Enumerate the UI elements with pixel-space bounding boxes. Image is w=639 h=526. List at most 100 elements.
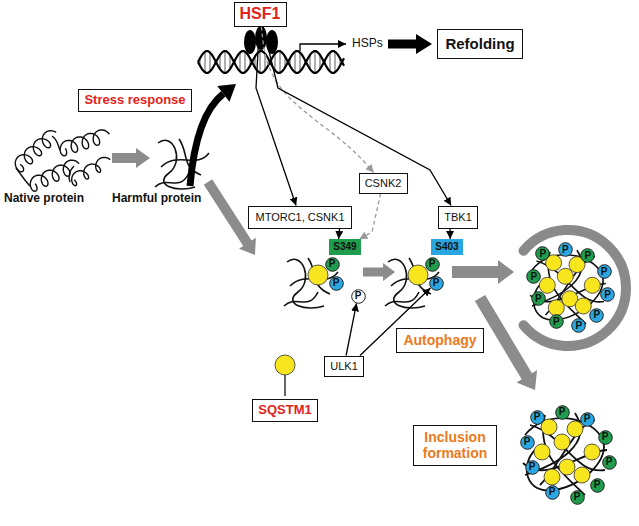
node-text: HSF1 (240, 5, 281, 23)
text-holder: P (549, 486, 556, 498)
phospho-circle: P (580, 412, 595, 427)
text-holder: Autophagy (403, 332, 476, 348)
text-holder: P (601, 266, 608, 278)
sqstm1-circle (559, 459, 575, 475)
phospho-circle: P (545, 485, 560, 500)
process-arrow (112, 148, 150, 168)
arrow-connector (263, 27, 451, 206)
sqstm1-circle (534, 444, 550, 460)
label-box: Stress response (78, 89, 192, 112)
phospho-circle: P (526, 269, 541, 284)
node-text: P (333, 277, 340, 289)
sqstm1-circle (584, 444, 600, 460)
phospho-circle: P (590, 478, 605, 493)
phospho-circle: P (597, 264, 612, 279)
stress-arrow-head (217, 84, 236, 102)
autophagosome-membrane (524, 230, 626, 346)
node-text: P (535, 293, 542, 305)
text-holder: P (429, 258, 436, 270)
circle-outline (581, 249, 595, 263)
text-holder: P (562, 244, 569, 256)
label-box: ULK1 (324, 356, 364, 377)
text-holder: P (530, 271, 537, 283)
phospho-circle: P (549, 314, 564, 329)
hsf1-subunit (266, 30, 278, 54)
sqstm1-circle (275, 355, 295, 375)
unfolded-chain (155, 173, 189, 187)
sqstm1-circle (557, 268, 573, 284)
dna-rung (295, 52, 296, 73)
circle-outline (549, 314, 563, 328)
node-text: ULK1 (330, 360, 358, 373)
phospho-circle: P (325, 257, 340, 272)
sqstm1-circle (408, 265, 428, 285)
sqstm1-circle (554, 434, 570, 450)
process-arrow (475, 295, 537, 390)
text-holder: P (534, 411, 541, 423)
protein-helix (60, 130, 109, 156)
node-text: P (574, 491, 581, 503)
phospho-circle: P (598, 430, 613, 445)
dna-strand (198, 51, 344, 73)
text-holder: P (584, 250, 591, 262)
node-text: P (593, 309, 600, 321)
label-box: CSNK2 (359, 173, 408, 194)
circle-outline (425, 257, 439, 271)
free-label: HSPs (352, 37, 383, 51)
phospho-circle: P (535, 246, 550, 261)
text-holder: HSF1 (240, 5, 281, 23)
dna-rung (330, 52, 331, 71)
circle-outline (572, 319, 586, 333)
label-box: TBK1 (438, 206, 478, 229)
phospho-circle: P (571, 318, 586, 333)
dna-rung (335, 52, 336, 73)
node-text: P (575, 320, 582, 332)
phospho-circle: P (429, 276, 444, 291)
circle-outline (520, 435, 534, 449)
node-text: P (529, 461, 536, 473)
circle-outline (351, 289, 365, 303)
circle-outline (325, 257, 339, 271)
dna-strand (198, 51, 344, 73)
sqstm1-circle (584, 277, 600, 293)
pointer-line (284, 375, 285, 396)
node-text: P (606, 456, 613, 468)
arrow-connector (256, 27, 296, 206)
label-box: HSF1 (234, 2, 287, 27)
sqstm1-circle (544, 469, 560, 485)
text-holder: P (602, 431, 609, 443)
circle-outline (536, 247, 550, 261)
node-text: SQSTM1 (258, 403, 311, 418)
node-text: P (601, 266, 608, 278)
refolding-arrow (388, 34, 432, 54)
arrow-connector (346, 303, 356, 355)
phospho-circle: P (525, 460, 540, 475)
text-holder: S403 (435, 241, 458, 253)
circle-outline (429, 276, 443, 290)
unfolded-chain (284, 292, 318, 306)
process-arrow (452, 260, 514, 284)
text-holder: P (575, 320, 582, 332)
dna-rung (245, 52, 246, 73)
circle-outline (329, 276, 343, 290)
protein-helix (72, 157, 111, 185)
sqstm1-circle (567, 421, 583, 437)
text-holder: P (355, 290, 362, 302)
sqstm1-circle (541, 419, 557, 435)
text-holder: P (593, 309, 600, 321)
text-holder: P (574, 491, 581, 503)
dna-rung (280, 51, 281, 73)
circle-outline (598, 430, 612, 444)
dna-rung (300, 52, 301, 71)
node-text: S403 (435, 241, 458, 253)
phospho-circle: P (570, 490, 585, 505)
node-text: P (539, 248, 546, 260)
text-holder: P (553, 316, 560, 328)
phospho-circle: P (589, 308, 604, 323)
circle-outline (570, 490, 584, 504)
label-box: MTORC1, CSNK1 (248, 206, 352, 229)
label-box: S349 (329, 239, 361, 255)
sqstm1-circle (575, 298, 591, 314)
node-text: P (584, 413, 591, 425)
